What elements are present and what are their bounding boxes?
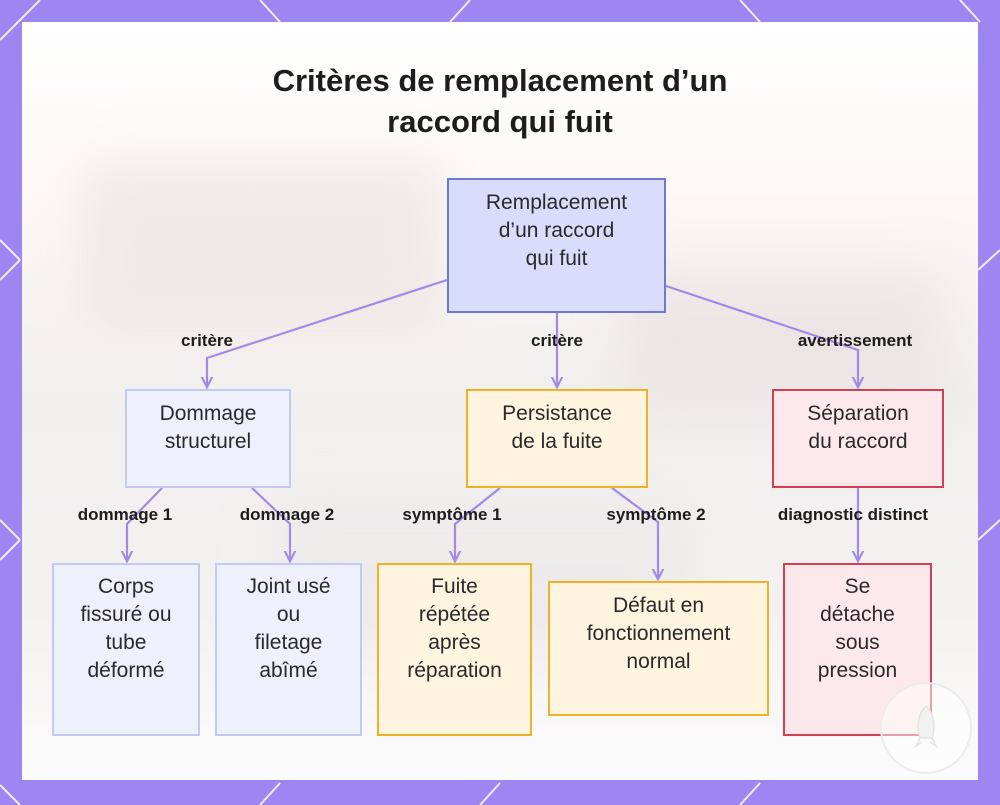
edge-label-critere-2: critère	[531, 331, 583, 350]
page-title: Critères de remplacement d’un raccord qu…	[200, 60, 800, 142]
node-structural-line-2: structurel	[164, 430, 252, 453]
node-cracked-line-1: Corps	[97, 575, 155, 598]
node-detaches-line-2: détache	[820, 603, 895, 626]
node-detaches-line-4: pression	[817, 659, 898, 682]
edge-root-structural	[207, 278, 448, 386]
edge-root-separation	[665, 284, 858, 386]
edge-persistence-repeat	[455, 487, 501, 560]
node-root: Remplacement d’un raccord qui fuit	[447, 178, 666, 313]
node-persistence-line-2: de la fuite	[511, 430, 603, 453]
edge-label-symptome-2: symptôme 2	[606, 505, 706, 524]
node-cracked-line-4: déformé	[87, 659, 165, 682]
node-leak-persistence: Persistance de la fuite	[466, 389, 648, 488]
node-worn-seal: Joint usé ou filetage abîmé	[215, 563, 362, 736]
node-fitting-separation: Séparation du raccord	[772, 389, 944, 488]
node-normal-line-2: fonctionnement	[586, 622, 731, 645]
node-normal-line-1: Défaut en	[612, 594, 705, 617]
node-structural-damage: Dommage structurel	[125, 389, 291, 488]
node-root-line-2: d’un raccord	[498, 219, 615, 242]
title-line-1: Critères de remplacement d’un	[272, 63, 728, 98]
node-normal-line-3: normal	[626, 650, 691, 673]
node-worn-line-3: filetage	[254, 631, 323, 654]
node-repeat-line-3: après	[428, 631, 481, 654]
node-repeat-line-4: réparation	[407, 659, 502, 682]
edge-label-diagnostic: diagnostic distinct	[777, 505, 929, 524]
edge-persistence-normal	[611, 487, 658, 578]
edge-structural-worn	[251, 487, 290, 560]
node-worn-line-2: ou	[276, 603, 301, 626]
node-worn-line-4: abîmé	[259, 659, 318, 682]
node-detaches-line-1: Se	[844, 575, 871, 598]
node-separation-line-2: du raccord	[808, 430, 908, 453]
edge-label-critere-1: critère	[181, 331, 233, 350]
node-repeat-line-1: Fuite	[431, 575, 478, 598]
node-normal-defect: Défaut en fonctionnement normal	[548, 581, 769, 716]
edge-label-dommage-2: dommage 2	[239, 505, 335, 524]
watermark-logo	[880, 682, 972, 774]
edge-structural-cracked	[127, 487, 163, 560]
edge-label-symptome-1: symptôme 1	[402, 505, 502, 524]
node-root-line-1: Remplacement	[485, 191, 628, 214]
edge-label-avertissement: avertissement	[797, 331, 913, 350]
edge-label-dommage-1: dommage 1	[77, 505, 173, 524]
node-separation-line-1: Séparation	[807, 402, 909, 425]
node-persistence-line-1: Persistance	[502, 402, 612, 425]
rocket-icon	[914, 704, 938, 749]
node-cracked-line-2: fissuré ou	[80, 603, 172, 626]
node-repeated-leak: Fuite répétée après réparation	[377, 563, 532, 736]
node-worn-line-1: Joint usé	[246, 575, 331, 598]
node-repeat-line-2: répétée	[418, 603, 491, 626]
node-cracked-body: Corps fissuré ou tube déformé	[52, 563, 200, 736]
node-cracked-line-3: tube	[105, 631, 147, 654]
title-line-2: raccord qui fuit	[387, 104, 613, 139]
node-detaches-line-3: sous	[835, 631, 880, 654]
node-root-line-3: qui fuit	[525, 247, 588, 270]
node-structural-line-1: Dommage	[159, 402, 257, 425]
